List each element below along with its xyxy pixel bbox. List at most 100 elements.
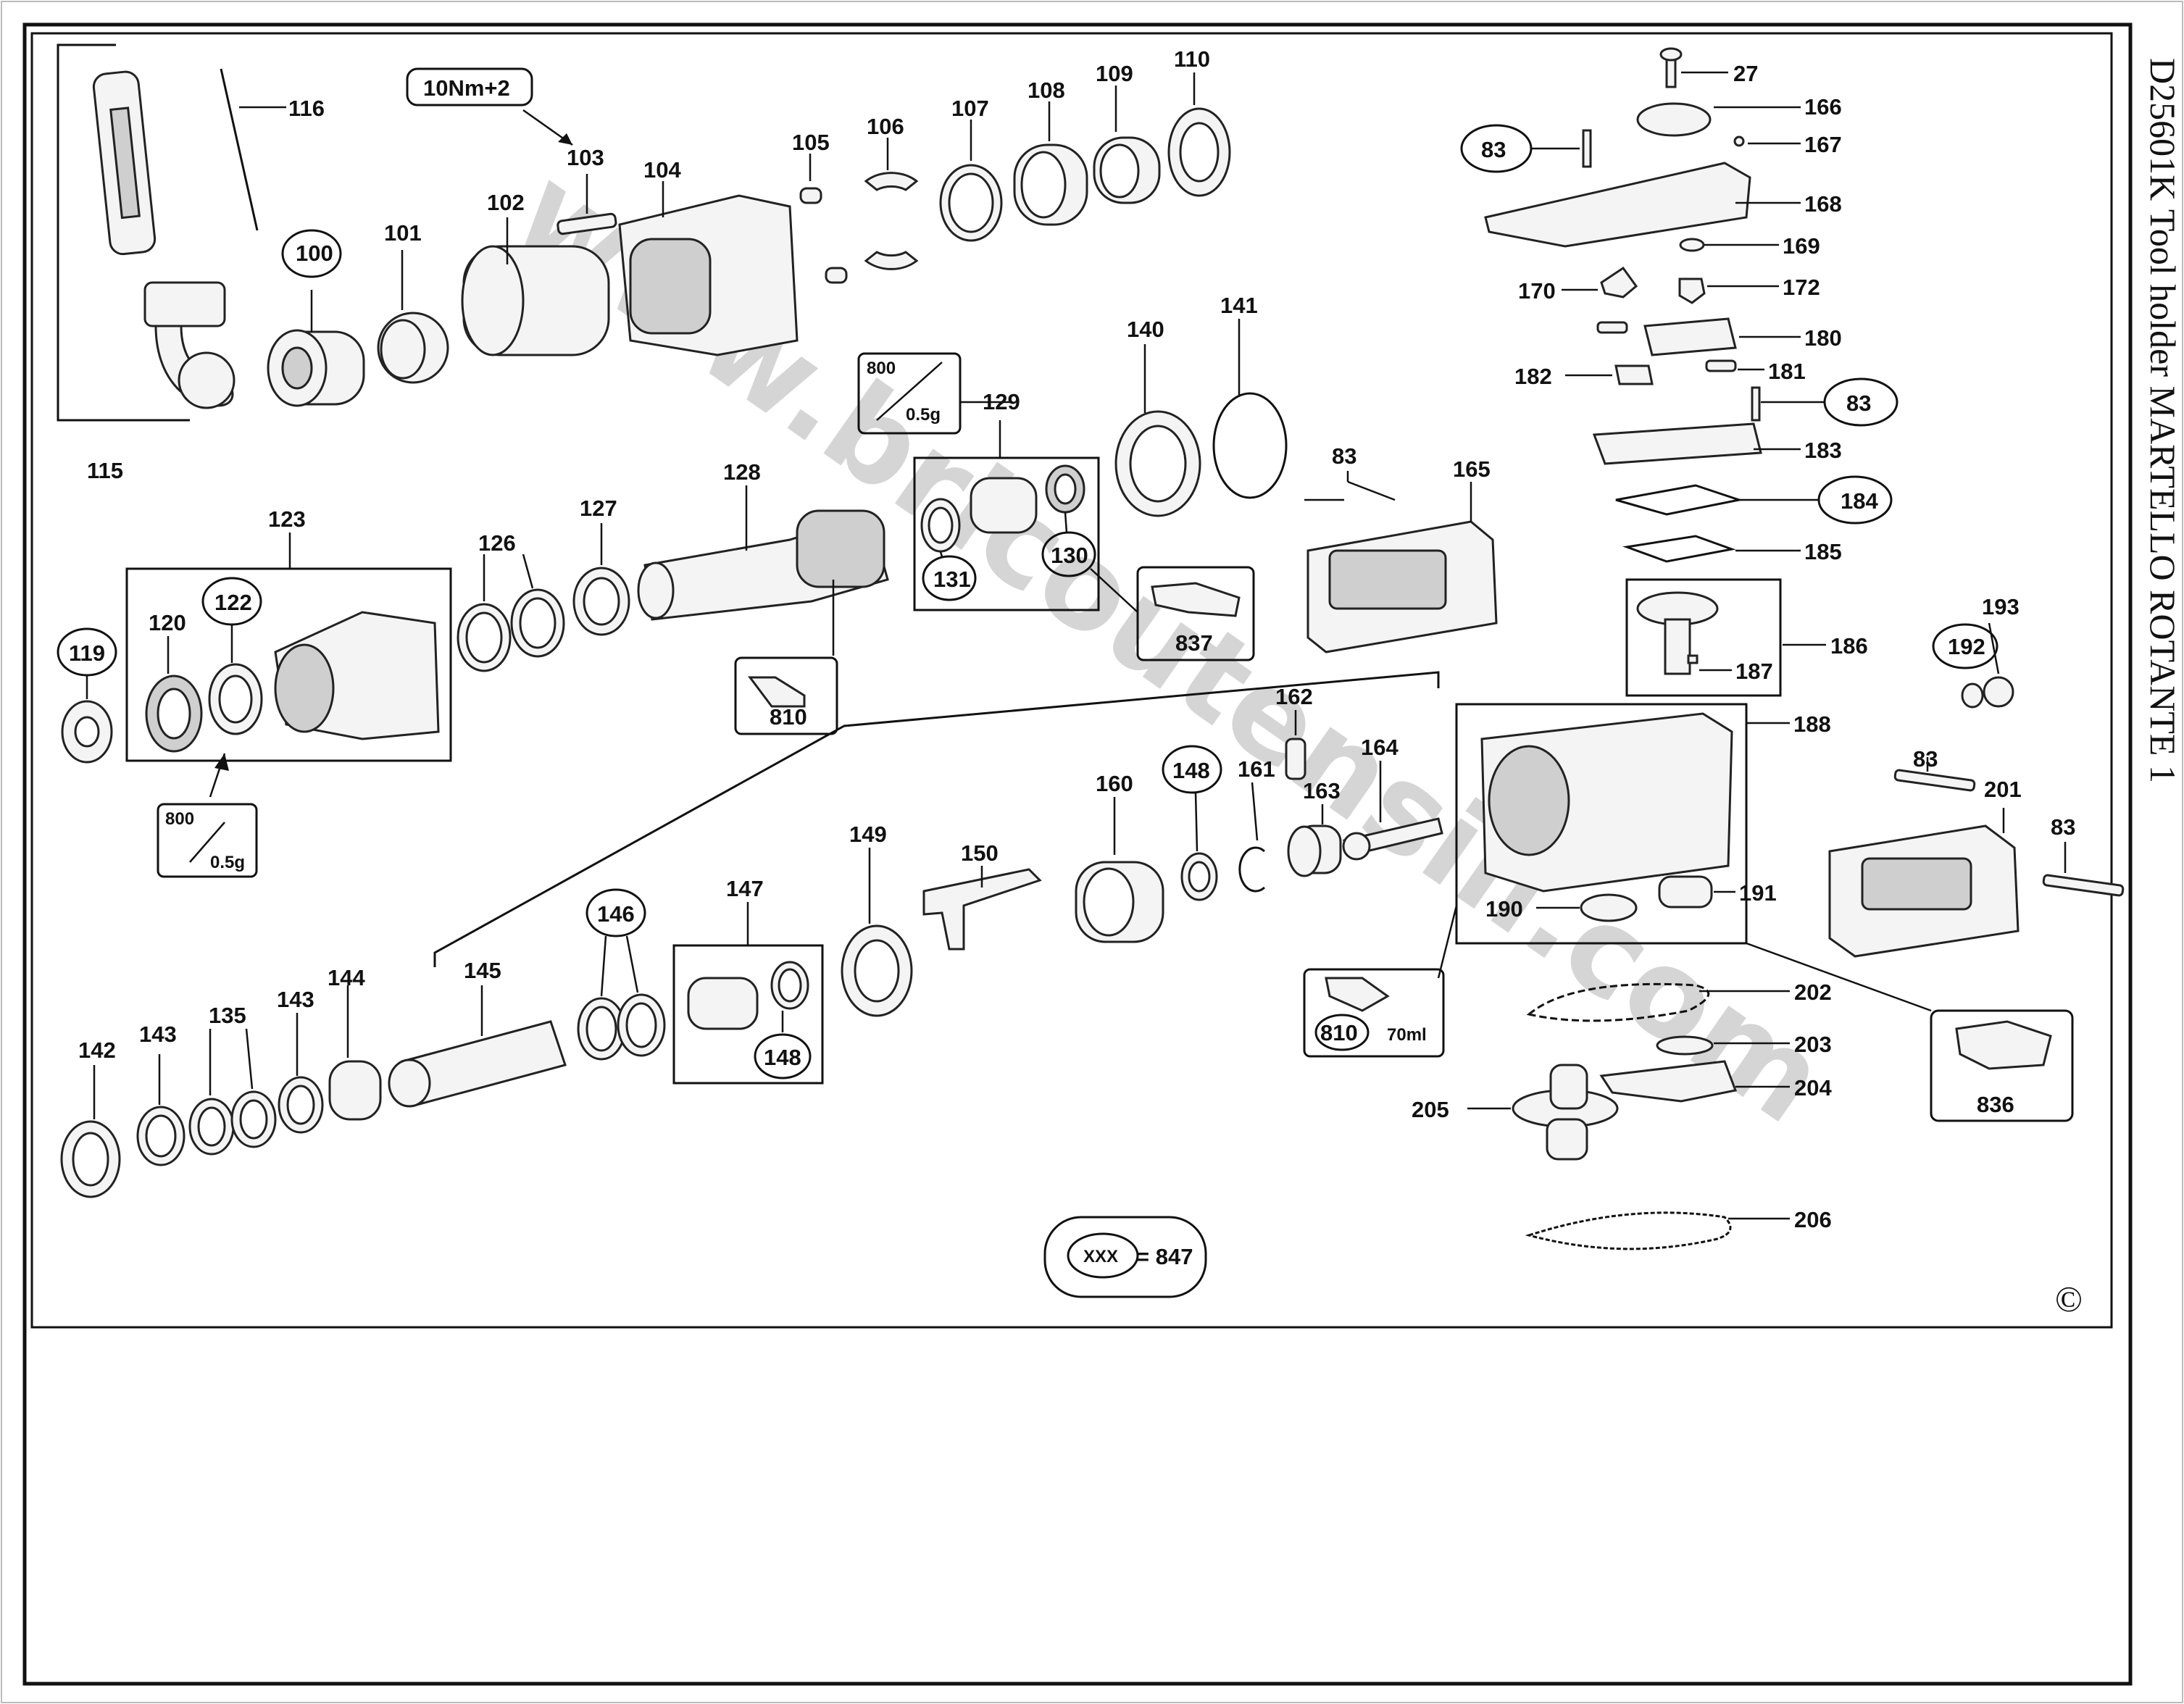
- part-label-202: 202: [1794, 980, 1832, 1005]
- part-label-140: 140: [1127, 317, 1164, 342]
- part-label-205: 205: [1412, 1097, 1449, 1122]
- part-label-120: 120: [149, 610, 186, 635]
- part-label-186: 186: [1830, 633, 1868, 659]
- part-label-183: 183: [1804, 438, 1842, 463]
- part-label-810-a: 810: [770, 704, 807, 730]
- part-label-206: 206: [1794, 1207, 1832, 1232]
- legend-equals: = 847: [1136, 1244, 1193, 1269]
- diagram-frame: [30, 32, 2113, 1329]
- part-label-144: 144: [328, 965, 365, 990]
- part-label-837: 837: [1175, 630, 1213, 656]
- clutch-group-129: [857, 352, 1255, 661]
- part-label-169: 169: [1783, 233, 1820, 259]
- part-label-167: 167: [1804, 132, 1842, 157]
- part-label-145: 145: [464, 958, 501, 983]
- legend-symbol: XXX: [1083, 1247, 1118, 1266]
- gear-housing-group-188: [1303, 703, 1932, 1058]
- part-label-109: 109: [1096, 61, 1133, 86]
- part-label-165: 165: [1453, 456, 1491, 482]
- part-label-123: 123: [268, 506, 306, 532]
- part-label-161: 161: [1238, 756, 1275, 782]
- part-label-110: 110: [1174, 46, 1210, 72]
- copyright-mark: ©: [2055, 1279, 2083, 1319]
- part-label-129: 129: [983, 389, 1020, 414]
- part-label-172: 172: [1783, 275, 1820, 300]
- part-label-810-b: 810: [1320, 1020, 1358, 1045]
- part-label-27: 27: [1733, 61, 1758, 86]
- part-label-192: 192: [1948, 634, 1985, 659]
- part-label-106: 106: [867, 114, 904, 139]
- part-label-83-e: 83: [2051, 814, 2075, 840]
- part-label-83-c: 83: [1846, 390, 1871, 416]
- part-label-127: 127: [580, 496, 617, 521]
- part-label-104: 104: [643, 157, 681, 183]
- part-label-128: 128: [723, 459, 761, 485]
- part-label-163: 163: [1303, 778, 1341, 803]
- part-label-160: 160: [1096, 771, 1133, 796]
- part-label-182: 182: [1514, 364, 1552, 389]
- legend-box: [1043, 1216, 1207, 1298]
- tool-holder-group-123: [57, 532, 452, 878]
- part-label-836: 836: [1977, 1092, 2014, 1117]
- part-label-122: 122: [214, 590, 252, 615]
- part-label-105: 105: [792, 130, 830, 155]
- side-cover-group: [1828, 757, 2125, 1122]
- top-cover-group: [1460, 47, 1899, 563]
- part-label-164: 164: [1361, 735, 1399, 760]
- part-label-83-a: 83: [1332, 443, 1356, 469]
- part-label-148-a: 148: [764, 1045, 801, 1070]
- part-label-143-a: 143: [139, 1022, 177, 1047]
- part-label-170: 170: [1518, 278, 1556, 304]
- part-label-203: 203: [1794, 1032, 1832, 1057]
- part-label-131: 131: [933, 567, 971, 592]
- part-label-190: 190: [1485, 896, 1523, 922]
- part-label-116: 116: [288, 96, 325, 121]
- part-label-102: 102: [487, 190, 525, 215]
- part-label-135: 135: [209, 1003, 246, 1028]
- part-label-130: 130: [1051, 543, 1088, 568]
- part-label-149: 149: [849, 822, 887, 847]
- grease-amount-2: 0.5g: [906, 405, 941, 425]
- grease-amount-1: 0.5g: [210, 853, 245, 872]
- part-label-115: 115: [87, 458, 123, 483]
- part-label-126: 126: [478, 530, 516, 556]
- part-label-184: 184: [1841, 488, 1878, 514]
- grease-code-2: 800: [867, 359, 896, 378]
- part-label-166: 166: [1804, 94, 1842, 120]
- part-label-181: 181: [1768, 359, 1806, 384]
- part-label-168: 168: [1804, 191, 1842, 217]
- side-handle-group: [57, 43, 286, 422]
- part-label-103: 103: [567, 145, 604, 170]
- part-label-162: 162: [1275, 684, 1313, 709]
- part-label-204: 204: [1794, 1075, 1832, 1100]
- part-label-108: 108: [1028, 78, 1065, 103]
- mid-left-parts: [457, 485, 889, 735]
- part-label-100: 100: [296, 241, 333, 266]
- part-label-180: 180: [1804, 325, 1842, 351]
- torque-note: 10Nm+2: [423, 75, 510, 101]
- page-title: D25601K Tool holder MARTELLO ROTANTE 1: [2143, 58, 2183, 783]
- part-label-143-b: 143: [277, 987, 314, 1012]
- gear-assembly-group: [1625, 578, 2014, 709]
- part-label-147: 147: [726, 876, 764, 901]
- part-label-107: 107: [951, 96, 989, 121]
- part-label-146: 146: [597, 901, 635, 927]
- part-label-101: 101: [384, 220, 422, 246]
- part-label-141: 141: [1220, 293, 1258, 318]
- part-label-187: 187: [1735, 659, 1773, 684]
- part-label-201: 201: [1984, 777, 2022, 802]
- part-label-188: 188: [1793, 711, 1831, 737]
- part-label-185: 185: [1804, 539, 1842, 564]
- part-label-142: 142: [78, 1037, 116, 1063]
- grease-code-1: 800: [165, 809, 194, 829]
- drive-parts-group: [1467, 982, 1790, 1250]
- part-label-148-b: 148: [1172, 758, 1210, 783]
- piston-row-parts: [60, 671, 1443, 1198]
- part-label-119: 119: [69, 640, 105, 666]
- torque-note-box: 10Nm+2: [406, 67, 533, 106]
- part-label-83-b: 83: [1481, 137, 1506, 162]
- part-label-191: 191: [1739, 880, 1777, 906]
- part-label-193: 193: [1982, 594, 2020, 619]
- bearing-and-cover-group: [1114, 319, 1498, 653]
